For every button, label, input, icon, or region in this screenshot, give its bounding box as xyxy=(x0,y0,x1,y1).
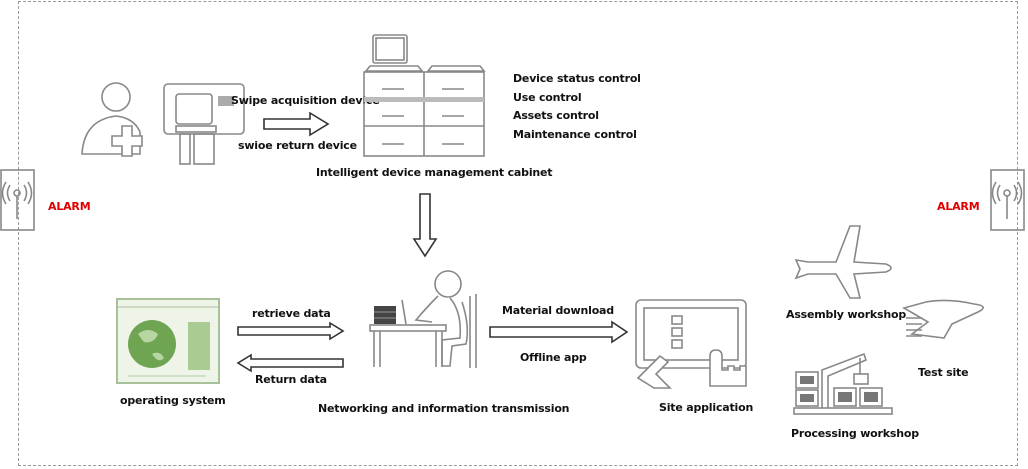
assembly-workshop-label: Assembly workshop xyxy=(786,308,907,321)
factory-crane-icon xyxy=(793,352,893,415)
right-arrow-icon xyxy=(489,320,629,344)
right-arrow-icon xyxy=(263,111,330,137)
tablet-touch-icon xyxy=(635,299,747,389)
site-application-label: Site application xyxy=(659,401,754,414)
network-label: Networking and information transmission xyxy=(318,402,570,415)
control-item: Device status control xyxy=(513,72,641,85)
control-item: Use control xyxy=(513,91,582,104)
down-arrow-icon xyxy=(412,193,438,258)
return-data-label: Return data xyxy=(255,373,327,386)
material-download-label: Material download xyxy=(502,304,614,317)
alarm-label-left: ALARM xyxy=(48,200,91,213)
processing-workshop-label: Processing workshop xyxy=(791,427,919,440)
left-arrow-icon xyxy=(236,353,344,373)
control-item: Assets control xyxy=(513,109,599,122)
test-plane-icon xyxy=(901,299,984,339)
retrieve-data-label: retrieve data xyxy=(252,307,331,320)
offline-app-label: Offline app xyxy=(520,351,587,364)
right-arrow-icon xyxy=(237,321,345,341)
diagram-frame xyxy=(18,1,1018,466)
airplane-icon xyxy=(794,225,892,299)
swipe-acquisition-label: Swipe acquisition device xyxy=(231,94,380,107)
swipe-return-label: swioe return device xyxy=(238,139,357,152)
alarm-icon xyxy=(990,169,1025,231)
test-site-label: Test site xyxy=(918,366,969,379)
os-label: operating system xyxy=(120,394,226,407)
person-at-desk-icon xyxy=(369,270,477,368)
alarm-icon xyxy=(0,169,35,231)
user-with-terminal-icon xyxy=(81,82,245,165)
cabinet-label: Intelligent device management cabinet xyxy=(316,166,553,179)
control-item: Maintenance control xyxy=(513,128,637,141)
os-window-icon xyxy=(116,298,220,384)
cabinet-icon xyxy=(363,34,486,157)
alarm-label-right: ALARM xyxy=(937,200,980,213)
